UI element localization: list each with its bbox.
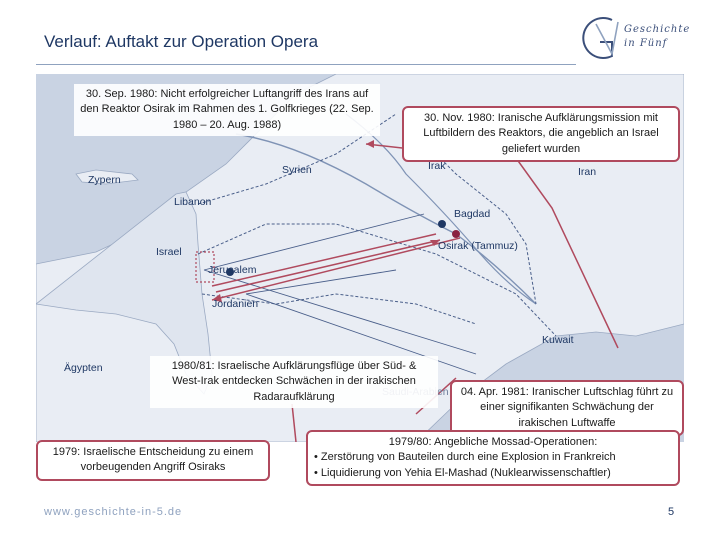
logo-line-2: in Fünf (624, 38, 668, 49)
label-kuwait: Kuwait (542, 334, 574, 346)
callout-decision-1979: 1979: Israelische Entscheidung zu einem … (36, 440, 270, 481)
label-libanon: Libanon (174, 196, 212, 208)
label-israel: Israel (156, 246, 182, 258)
label-jerusalem: Jerusalem (208, 264, 257, 276)
label-aegypten: Ägypten (64, 362, 103, 374)
label-zypern: Zypern (88, 174, 121, 186)
label-syrien: Syrien (282, 164, 312, 176)
callout-mossad-item-2: • Liquidierung von Yehia El-Mashad (Nukl… (314, 466, 611, 479)
label-jordanien: Jordanien (212, 298, 259, 310)
page-number: 5 (668, 506, 675, 518)
footer-url[interactable]: www.geschichte-in-5.de (44, 506, 183, 518)
callout-israeli-recon: 1980/81: Israelische Aufklärungsflüge üb… (150, 356, 438, 409)
callout-mossad-title: 1979/80: Angebliche Mossad-Operationen: (388, 436, 598, 448)
callout-mossad: 1979/80: Angebliche Mossad-Operationen: … (306, 430, 680, 487)
logo-icon (582, 17, 619, 59)
logo-line-1: Geschichte (624, 24, 691, 35)
label-irak: Irak (428, 160, 446, 172)
callout-iran-airstrike-1981: 04. Apr. 1981: Iranischer Luftschlag füh… (450, 380, 684, 437)
title-divider (36, 64, 576, 65)
callout-mossad-item-1: • Zerstörung von Bauteilen durch eine Ex… (314, 451, 616, 464)
page-title: Verlauf: Auftakt zur Operation Opera (44, 32, 319, 51)
label-iran: Iran (578, 166, 597, 178)
label-bagdad: Bagdad (454, 208, 491, 220)
label-osirak: Osirak (Tammuz) (438, 240, 518, 252)
map-canvas (36, 74, 684, 442)
callout-airstrike-1980: 30. Sep. 1980: Nicht erfolgreicher Lufta… (74, 84, 380, 137)
callout-recon-iran: 30. Nov. 1980: Iranische Aufklärungsmiss… (402, 106, 680, 163)
